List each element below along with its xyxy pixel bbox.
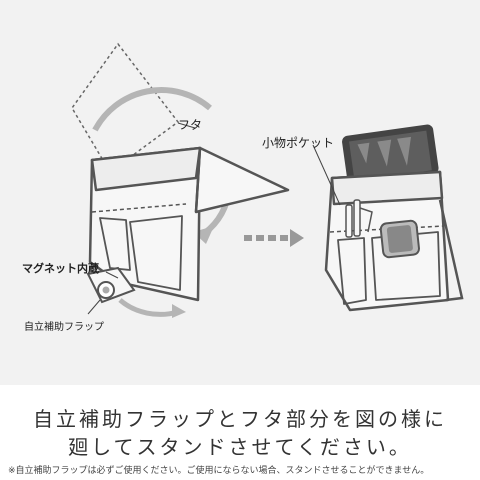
rotate-arrow-icon [92,87,212,132]
label-pocket: 小物ポケット [262,136,335,150]
caption-line-1: 自立補助フラップとフタ部分を図の様に [33,407,447,431]
label-futa: フタ [178,118,203,132]
pens [345,199,373,238]
organizer-left [88,146,202,302]
dashed-right-arrow-icon [244,229,304,247]
caption-line-2: 廻してスタンドさせてください。 [68,435,412,459]
organizer-diagram [71,42,464,318]
label-flap: 自立補助フラップ [24,322,104,333]
illustration-area: フタ マグネット内蔵 自立補助フラップ 小物ポケット [22,42,464,333]
caption-note: ※自立補助フラップは必ずご使用ください。ご使用にならない場合、スタンドさせること… [8,466,430,476]
folded-lid [194,146,290,214]
caption-area: 自立補助フラップとフタ部分を図の様に 廻してスタンドさせてください。 ※自立補助… [0,385,480,480]
tablet [342,124,439,186]
label-magnet: マグネット内蔵 [22,262,99,275]
